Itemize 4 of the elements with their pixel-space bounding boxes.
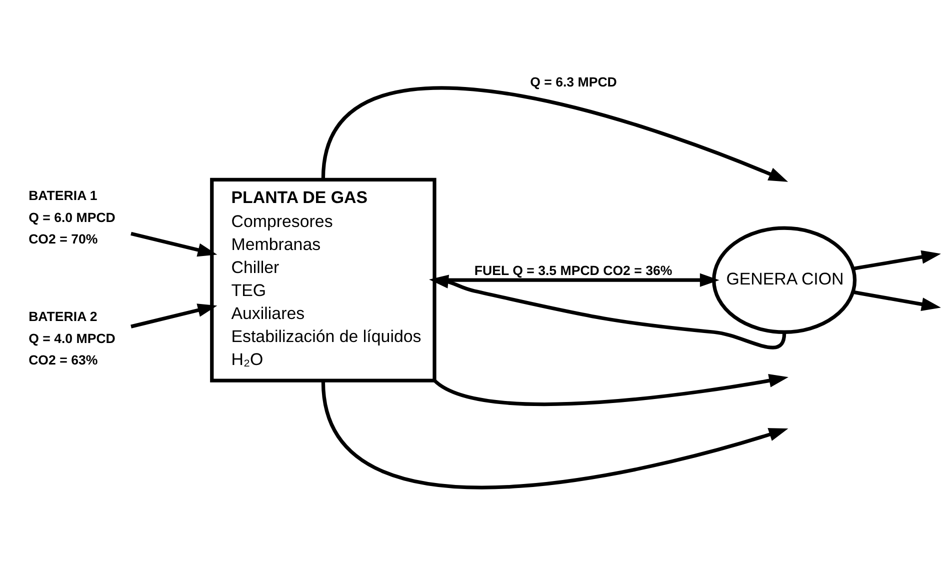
- node-text: BATERIA 1 Q = 6.0 MPCD CO2 = 70%: [28, 188, 116, 246]
- edge-label: FUEL Q = 3.5 MPCD CO2 = 36%: [474, 262, 672, 278]
- edge-label: Q = 6.3 MPCD: [530, 74, 617, 89]
- node-text: BATERIA 2 Q = 4.0 MPCD CO2 = 63%: [28, 308, 116, 368]
